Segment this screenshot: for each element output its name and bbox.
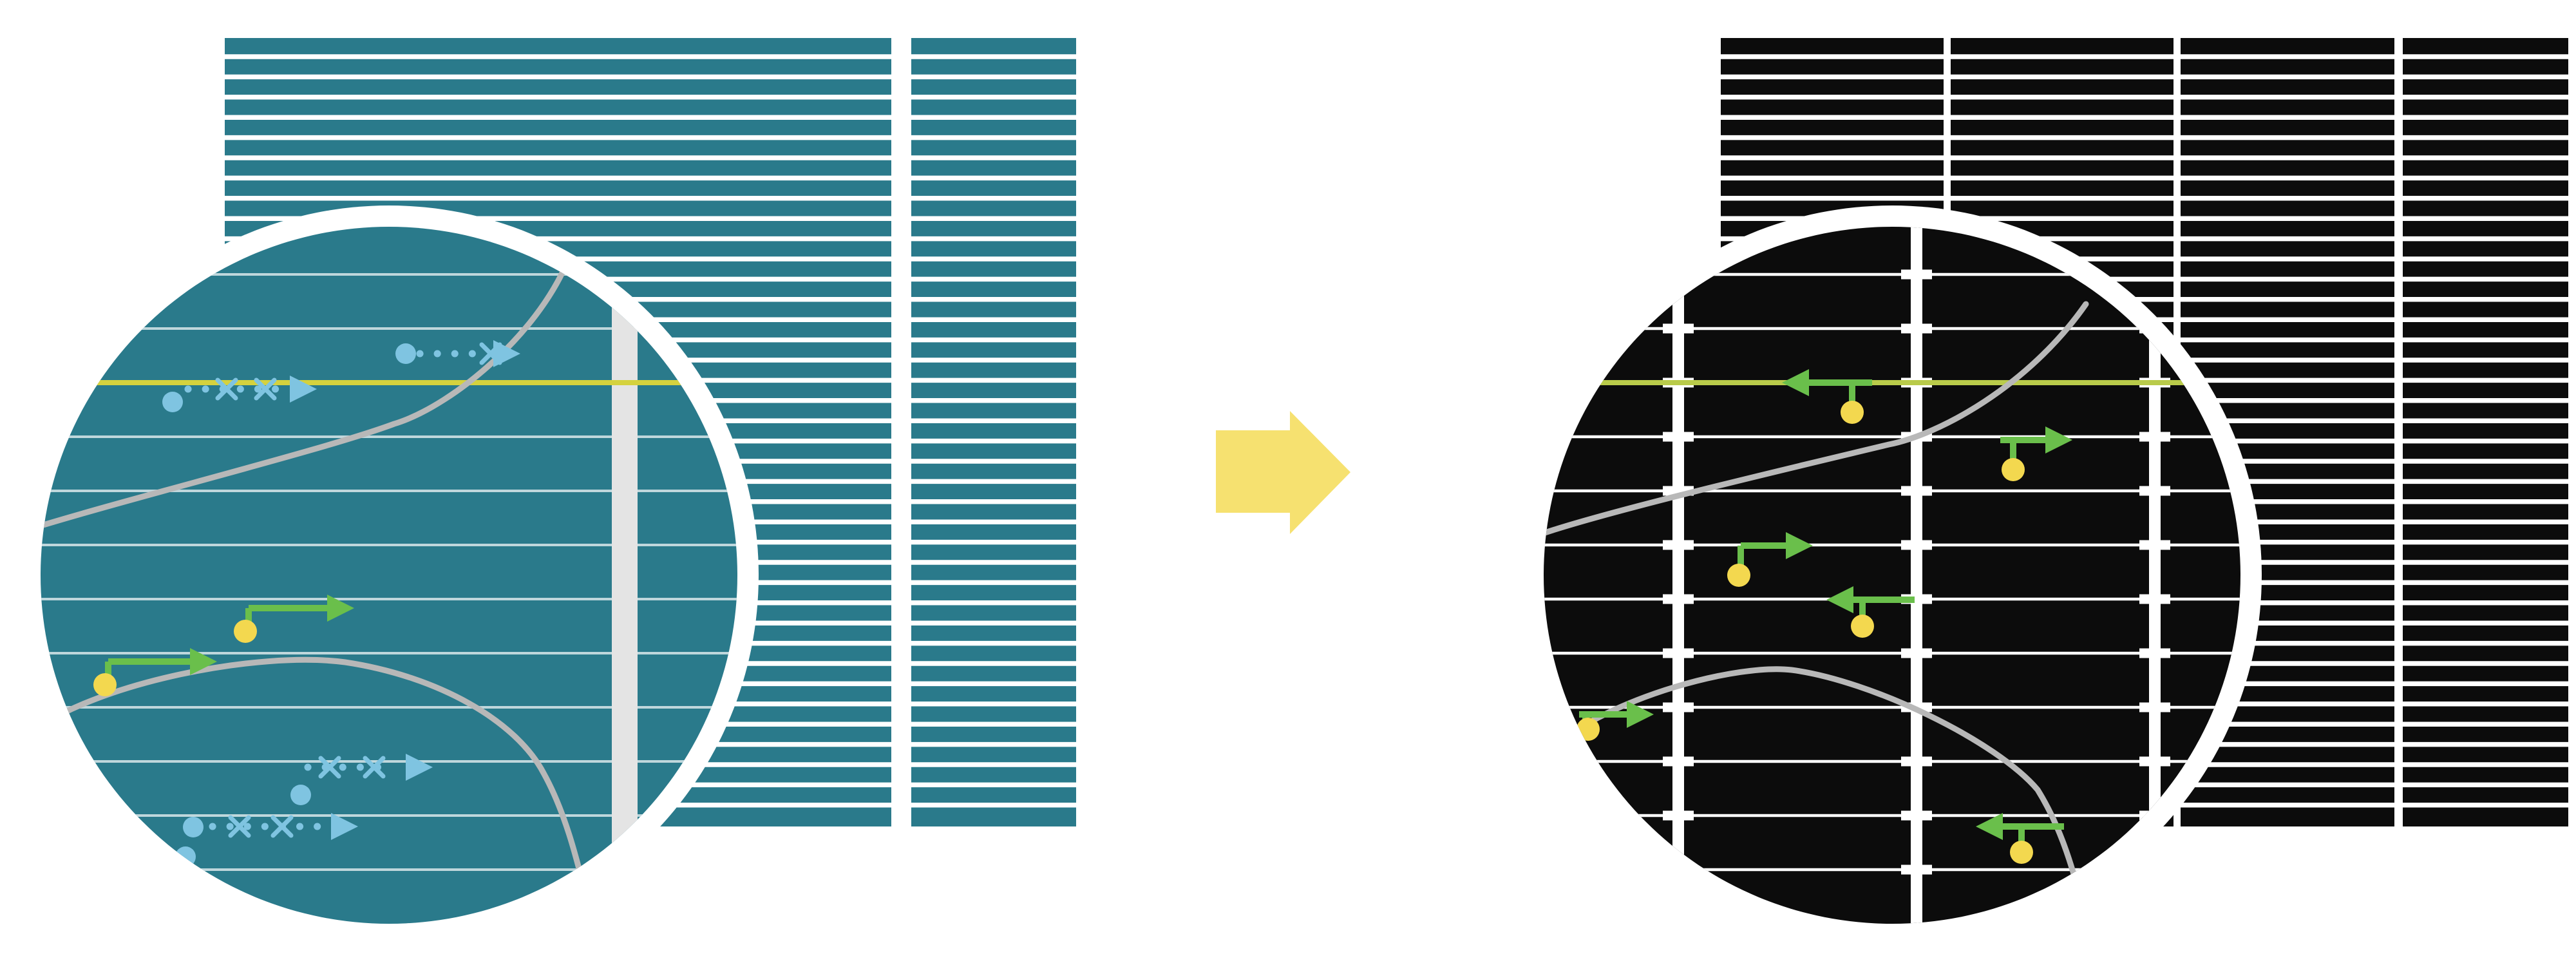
busbar-tick <box>1901 756 1932 767</box>
arrowhead-icon <box>406 754 433 781</box>
solar-cell-panel <box>911 38 1076 826</box>
magnifier-content <box>41 227 737 924</box>
recombination-x-icon <box>254 377 277 401</box>
carrier-dot <box>2010 841 2033 864</box>
arrowhead-icon <box>1782 369 1809 396</box>
busbar-tick <box>2139 540 2170 550</box>
busbar-tick <box>1663 702 1694 712</box>
carrier-dot <box>1851 615 1874 638</box>
busbar-tick <box>1901 540 1932 550</box>
recombination-x-icon <box>363 756 386 779</box>
busbar-tick <box>2139 756 2170 767</box>
busbar-tick <box>1663 323 1694 334</box>
carrier-dot <box>1841 401 1864 424</box>
arrowhead-icon <box>190 648 217 675</box>
carrier-dot <box>2002 458 2025 481</box>
recombination-x-icon <box>215 377 238 401</box>
arrowhead-icon <box>1786 532 1813 559</box>
busbar-tick <box>1663 648 1694 658</box>
arrowhead-icon <box>327 595 354 622</box>
recombination-x-icon <box>318 756 341 779</box>
grain-boundary <box>1544 301 2089 538</box>
busbar-tick <box>1663 810 1694 821</box>
busbar-tick <box>1901 810 1932 821</box>
solar-cell-panel <box>2403 38 2568 826</box>
arrowhead-icon <box>2045 426 2072 454</box>
recombination-x-icon <box>228 815 251 838</box>
collected-carrier-path <box>1826 586 1915 638</box>
busbar-tick <box>1901 486 1932 496</box>
grain-boundary <box>41 656 596 924</box>
busbar <box>1911 227 1922 924</box>
arrowhead-icon <box>1627 701 1654 728</box>
collected-carrier-path <box>1577 701 1654 741</box>
electron-dot <box>183 817 204 837</box>
busbar-tick <box>2139 702 2170 712</box>
carrier-dot <box>234 620 257 643</box>
busbar-tick <box>1901 648 1932 658</box>
busbar <box>612 227 638 924</box>
recombination-x-icon <box>270 815 294 838</box>
busbar-tick <box>1901 323 1932 334</box>
grain-boundary <box>41 238 578 533</box>
lost-carrier-path <box>395 340 520 367</box>
arrowhead-icon <box>331 813 358 840</box>
busbar-tick <box>1901 864 1932 875</box>
busbar <box>1672 227 1684 924</box>
lost-carrier-path <box>290 754 433 805</box>
busbar-tick <box>2139 648 2170 658</box>
arrowhead-icon <box>493 340 520 367</box>
collected-carrier-path <box>1727 532 1813 587</box>
busbar-tick <box>1663 432 1694 442</box>
lost-carrier-path <box>162 376 317 412</box>
transition-arrow-icon <box>1216 411 1350 534</box>
arrowhead-icon <box>1826 586 1853 613</box>
busbar-tick <box>1901 269 1932 280</box>
busbar-tick <box>1663 540 1694 550</box>
busbar-tick <box>1663 756 1694 767</box>
collected-carrier-path <box>1782 369 1872 424</box>
busbar-tick <box>1663 594 1694 604</box>
collected-carrier-path <box>2000 426 2072 481</box>
magnifier-view <box>1544 227 2240 924</box>
busbar-tick <box>2139 864 2170 875</box>
carrier-dot <box>93 673 117 696</box>
magnifier-view <box>41 227 737 924</box>
busbar <box>2149 227 2161 924</box>
arrowhead-icon <box>1976 813 2003 840</box>
busbar-tick <box>2139 432 2170 442</box>
right-arrow-icon <box>1216 411 1350 534</box>
right-magnifier <box>1522 205 2262 945</box>
collected-carrier-path <box>93 648 217 696</box>
electron-dot <box>290 785 311 805</box>
electron-dot <box>395 343 416 364</box>
busbar-tick <box>2139 486 2170 496</box>
collected-carrier-path <box>234 595 354 643</box>
electron-dot <box>162 392 183 412</box>
carrier-dot <box>1727 564 1750 587</box>
arrowhead-icon <box>290 376 317 403</box>
busbar-tick <box>2139 594 2170 604</box>
left-magnifier <box>19 205 759 945</box>
grain-boundary <box>1548 666 2090 924</box>
collected-carrier-path <box>1976 813 2064 864</box>
